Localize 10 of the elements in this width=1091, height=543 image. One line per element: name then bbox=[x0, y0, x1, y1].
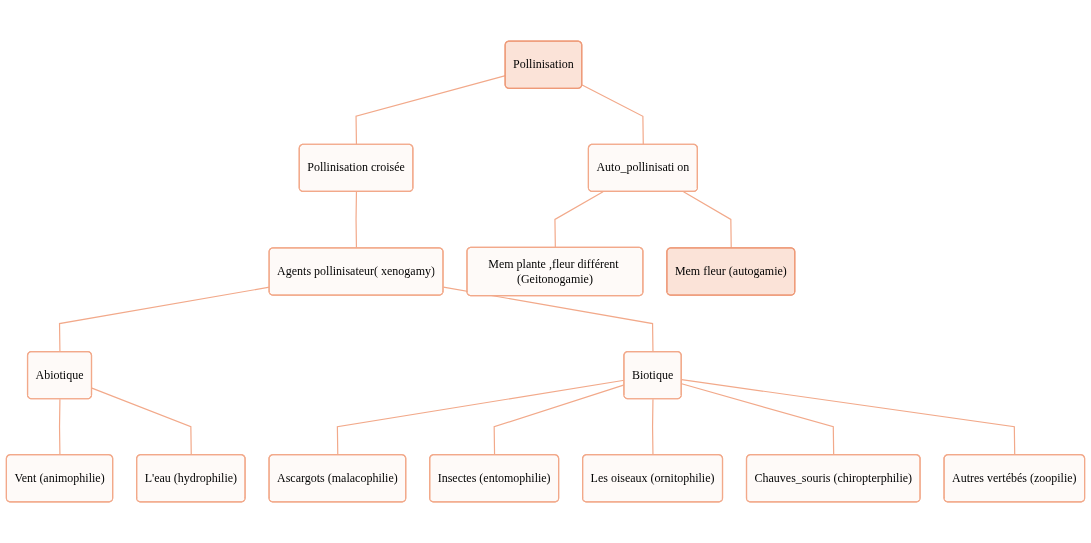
connector bbox=[58, 398, 61, 456]
connector bbox=[355, 191, 358, 249]
connector bbox=[651, 398, 654, 456]
connector bbox=[91, 387, 192, 456]
connector bbox=[681, 383, 835, 456]
connector bbox=[442, 286, 654, 353]
connector bbox=[581, 84, 644, 146]
connector bbox=[554, 191, 604, 249]
connector bbox=[682, 191, 732, 249]
connector bbox=[681, 379, 1016, 456]
